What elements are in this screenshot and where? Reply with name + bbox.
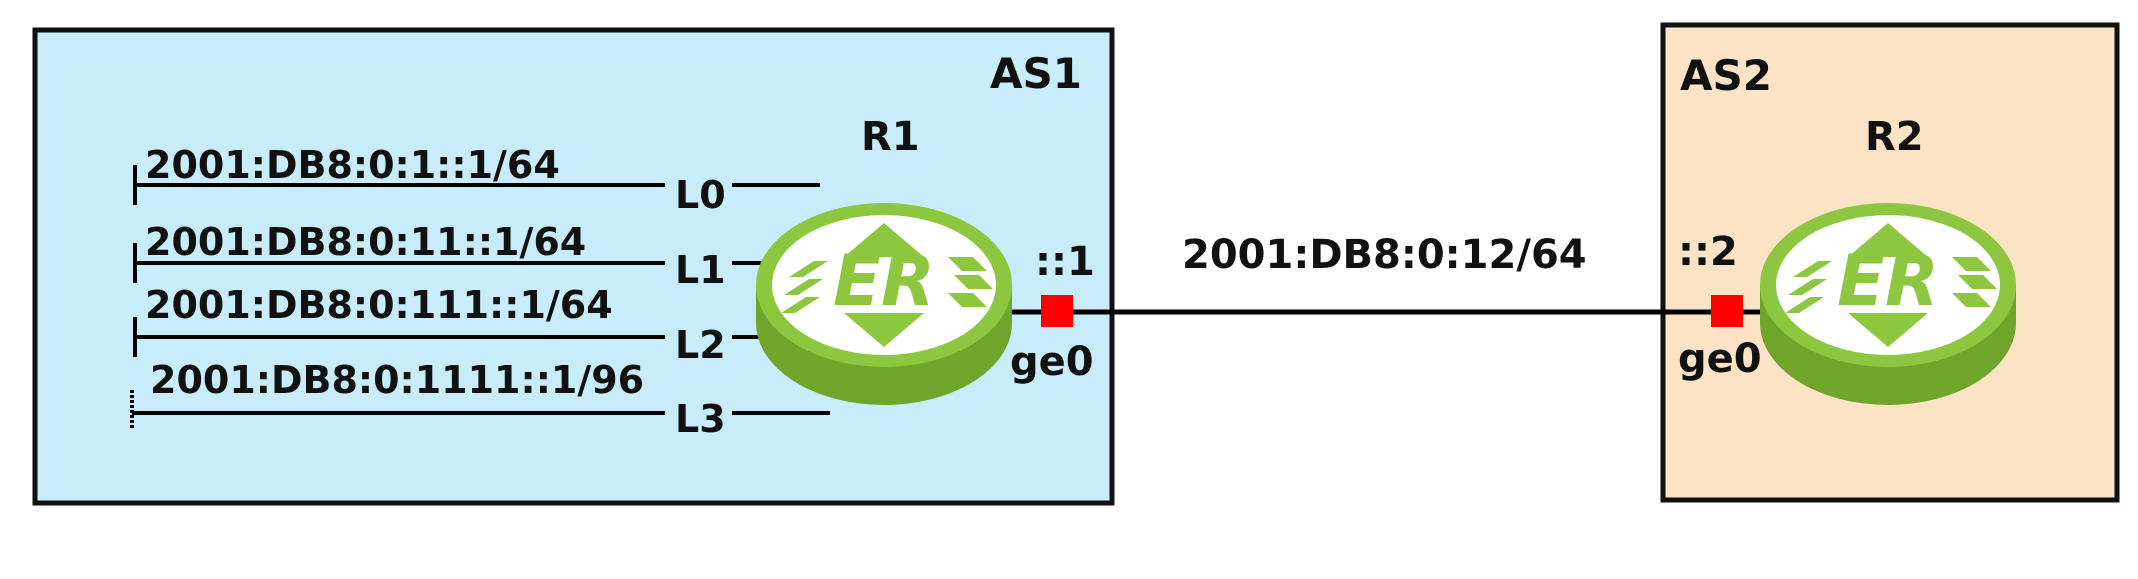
as2-label: AS2: [1680, 51, 1772, 100]
loopback-l1-name: L1: [675, 248, 726, 292]
loopback-l0-name: L0: [675, 173, 726, 217]
loopback-l3: [130, 390, 665, 430]
loopback-l0-address: 2001:DB8:0:1::1/64: [145, 143, 560, 187]
r1-router-icon[interactable]: [756, 203, 1012, 405]
r2-ge0-host: ::2: [1678, 229, 1738, 275]
loopback-l1: [133, 243, 665, 283]
r2-router-icon[interactable]: [1760, 203, 2016, 405]
r1-ge0-name: ge0: [1010, 339, 1094, 385]
r2-label: R2: [1865, 114, 1924, 160]
link-network-label: 2001:DB8:0:12/64: [1182, 232, 1587, 278]
r2-ge0-port[interactable]: [1711, 295, 1743, 327]
loopback-l1-address: 2001:DB8:0:11::1/64: [145, 220, 586, 264]
loopback-l2-name: L2: [675, 323, 726, 367]
r1-ge0-port[interactable]: [1041, 295, 1073, 327]
loopback-l0: [133, 165, 665, 205]
loopback-l2: [133, 317, 665, 357]
r1-label: R1: [861, 114, 920, 160]
r2-ge0-name: ge0: [1678, 336, 1762, 382]
as1-label: AS1: [990, 49, 1082, 98]
loopback-l2-address: 2001:DB8:0:111::1/64: [145, 283, 613, 327]
loopback-l3-address: 2001:DB8:0:1111::1/96: [150, 358, 644, 402]
r1-ge0-host: ::1: [1035, 239, 1095, 285]
loopback-l3-name: L3: [675, 397, 726, 441]
